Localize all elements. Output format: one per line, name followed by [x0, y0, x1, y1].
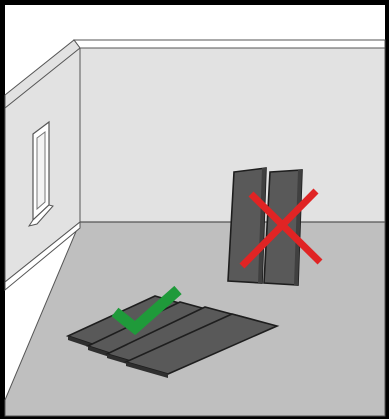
ceiling-trim: [74, 40, 385, 48]
window: [29, 122, 53, 226]
window-inner-frame: [37, 132, 45, 209]
